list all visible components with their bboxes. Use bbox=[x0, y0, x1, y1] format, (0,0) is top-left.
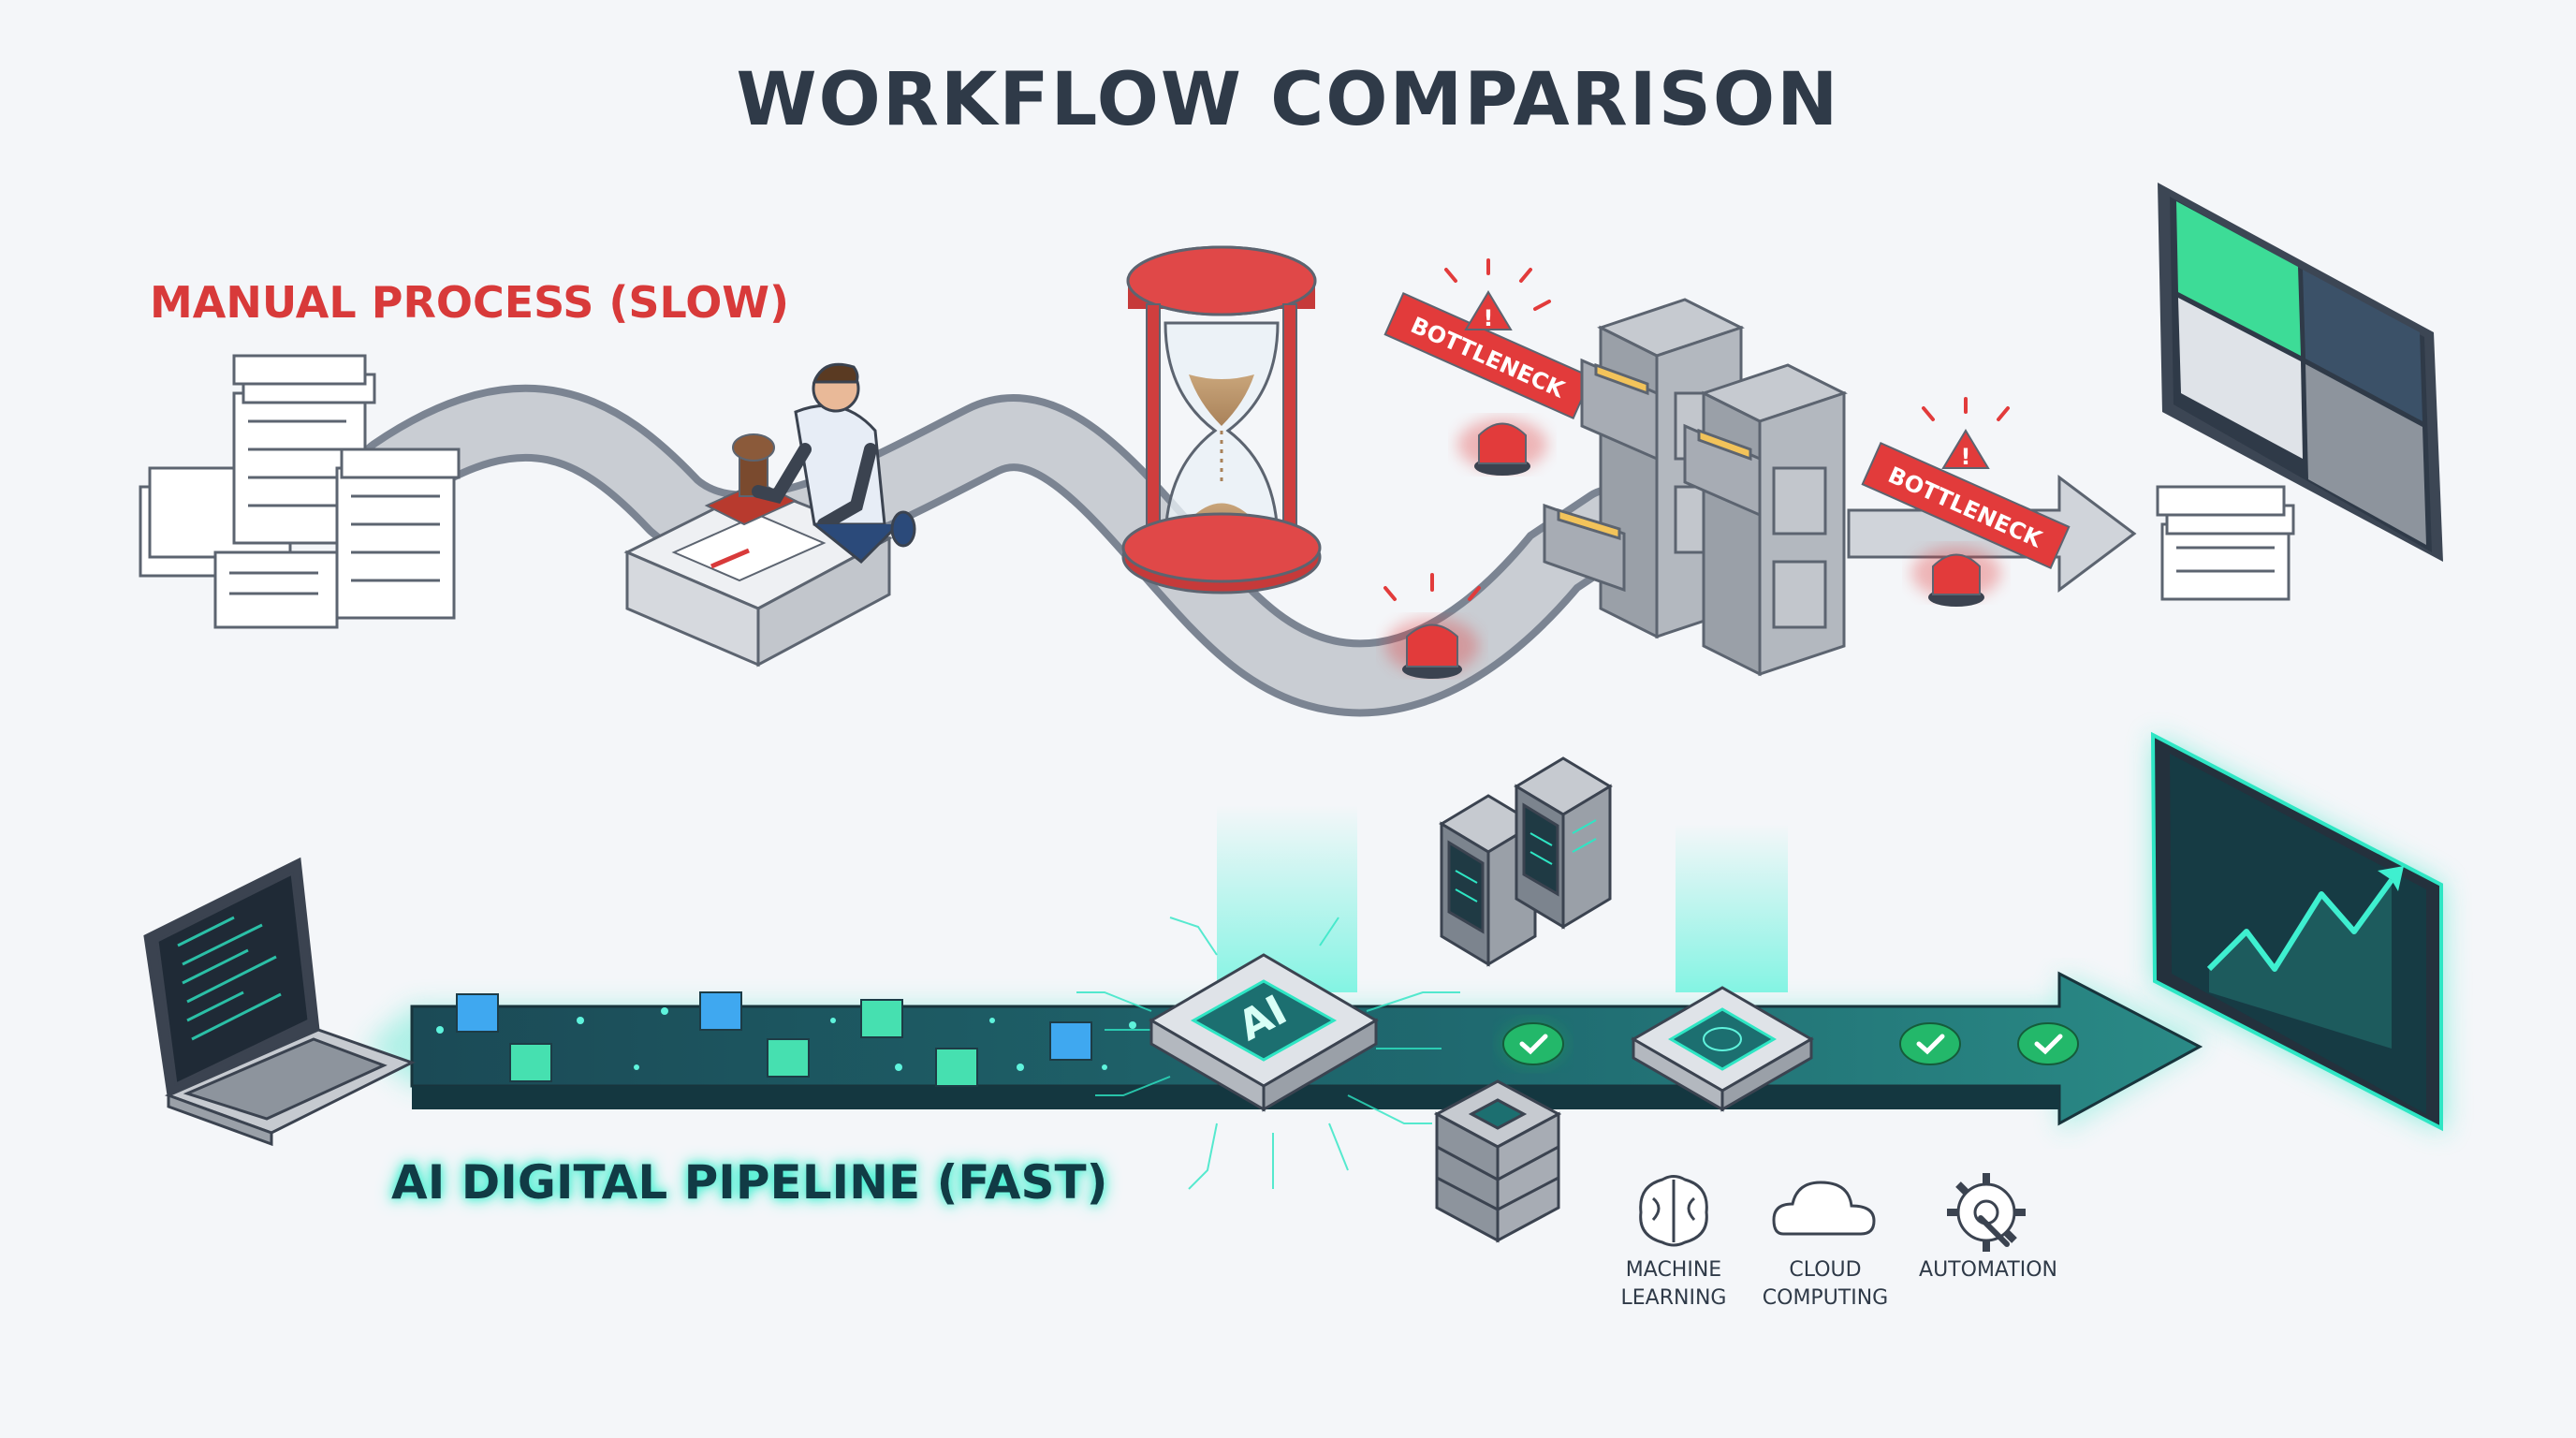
hourglass-icon bbox=[1121, 245, 1322, 594]
server-tower-2 bbox=[1514, 756, 1613, 930]
brain-icon bbox=[1639, 1175, 1708, 1247]
manual-process-label: MANUAL PROCESS (SLOW) bbox=[150, 277, 790, 328]
worker-person-icon bbox=[752, 362, 916, 565]
warning-triangle-icon: ! bbox=[1464, 290, 1513, 331]
ai-chip: AI bbox=[1076, 917, 1460, 1190]
check-icon bbox=[1500, 1020, 1567, 1068]
check-icon bbox=[1899, 1022, 1961, 1065]
checkmarks bbox=[1500, 1020, 2079, 1068]
manual-dashboard-screen bbox=[2158, 183, 2443, 562]
laptop-icon bbox=[143, 857, 416, 1147]
filing-cabinet-2 bbox=[1683, 363, 1848, 677]
document-icon bbox=[1049, 1021, 1092, 1061]
trend-chart-icon bbox=[2206, 866, 2404, 1049]
server-stack bbox=[1433, 1079, 1562, 1243]
ai-pipeline-label: AI DIGITAL PIPELINE (FAST) bbox=[391, 1155, 1108, 1210]
check-icon bbox=[2017, 1022, 2079, 1065]
ai-dashboard-screen bbox=[2150, 731, 2445, 1133]
data-particles bbox=[436, 1007, 1136, 1071]
svg-text:!: ! bbox=[1961, 444, 1971, 470]
document-icon bbox=[699, 991, 742, 1031]
bottleneck-sign-1: BOTTLENECK ! bbox=[1383, 258, 1593, 419]
alarm-light-2 bbox=[1911, 547, 2001, 607]
processor-chip-2 bbox=[1631, 986, 1814, 1112]
warning-triangle-icon: ! bbox=[1941, 429, 1990, 470]
alarm-light-1 bbox=[1457, 418, 1547, 476]
document-icon bbox=[935, 1048, 978, 1087]
worker-desk-icon bbox=[623, 362, 916, 668]
svg-text:!: ! bbox=[1484, 305, 1494, 331]
output-papers-icon bbox=[2156, 485, 2295, 601]
data-glow-beams bbox=[1217, 805, 1788, 992]
tech-label-cloud-computing: CLOUD COMPUTING bbox=[1762, 1258, 1889, 1310]
document-icon bbox=[509, 1043, 552, 1082]
data-documents bbox=[456, 991, 1092, 1087]
paper-stacks-icon bbox=[139, 354, 461, 629]
document-icon bbox=[456, 993, 499, 1033]
document-icon bbox=[767, 1038, 810, 1078]
tech-label-automation: AUTOMATION bbox=[1919, 1258, 2057, 1282]
alarm-light-3 bbox=[1383, 573, 1481, 679]
document-icon bbox=[860, 999, 903, 1038]
cloud-icon bbox=[1772, 1181, 1876, 1236]
tech-label-machine-learning: MACHINE LEARNING bbox=[1620, 1258, 1727, 1310]
page-title: WORKFLOW COMPARISON bbox=[736, 58, 1840, 142]
manual-conveyor bbox=[355, 384, 1648, 717]
gear-wrench-icon bbox=[1947, 1173, 2026, 1252]
